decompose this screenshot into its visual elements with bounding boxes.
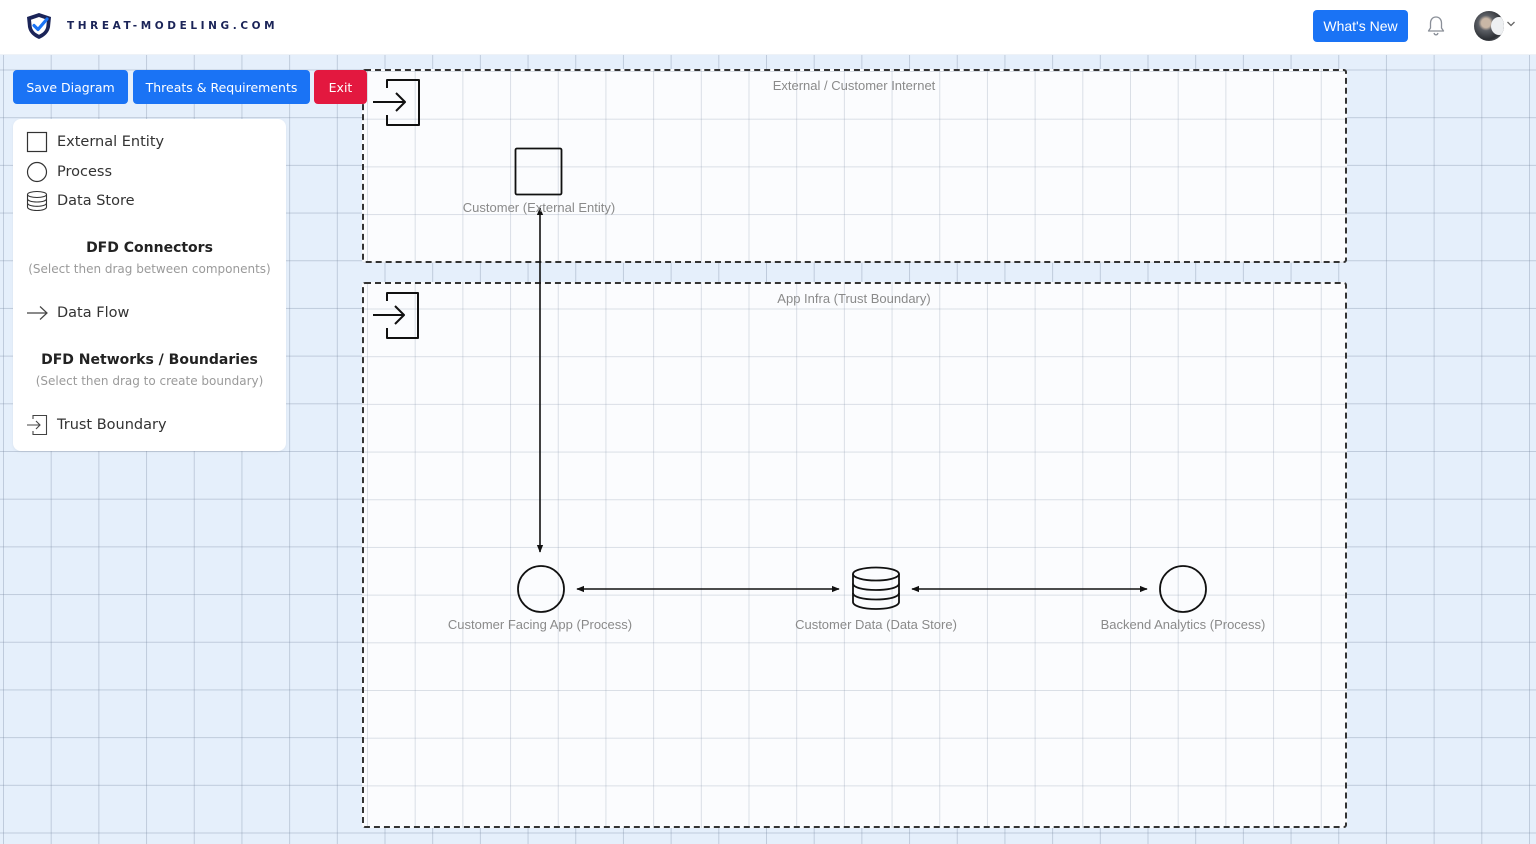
avatar[interactable] <box>1474 11 1504 41</box>
trust-boundary-icon[interactable] <box>372 78 422 128</box>
arrow-right-icon <box>27 306 48 320</box>
chevron-down-icon[interactable] <box>1506 20 1516 28</box>
palette-item-external-entity[interactable]: External Entity <box>26 131 164 153</box>
node-label: Customer (External Entity) <box>462 200 616 215</box>
bell-icon[interactable] <box>1426 15 1446 37</box>
node-label: Customer Facing App (Process) <box>447 617 633 632</box>
palette-item-label: Trust Boundary <box>57 417 167 433</box>
boundaries-heading: DFD Networks / Boundaries <box>41 352 258 368</box>
palette-item-data-store[interactable]: Data Store <box>26 190 135 212</box>
palette-item-process[interactable]: Process <box>26 161 112 183</box>
process-node[interactable] <box>516 565 566 615</box>
boundaries-hint: (Select then drag to create boundary) <box>35 374 264 388</box>
component-palette: External Entity Process Data Store DFD C… <box>13 119 286 451</box>
node-label: Customer Data (Data Store) <box>795 617 957 632</box>
shield-check-icon <box>27 13 51 39</box>
boundary-label: App Infra (Trust Boundary) <box>777 291 931 306</box>
exit-button[interactable]: Exit <box>314 70 367 104</box>
boundary-label: External / Customer Internet <box>772 78 936 93</box>
database-icon <box>26 190 48 212</box>
palette-item-label: Process <box>57 164 113 180</box>
save-diagram-button[interactable]: Save Diagram <box>13 70 128 104</box>
process-node[interactable] <box>1158 565 1208 615</box>
palette-item-label: Data Flow <box>57 305 130 321</box>
data-store-node[interactable] <box>851 566 901 612</box>
top-navbar: THREAT-MODELING.COM What's New <box>0 0 1536 55</box>
circle-icon <box>26 161 48 183</box>
node-label: Backend Analytics (Process) <box>1100 617 1266 632</box>
connectors-hint: (Select then drag between components) <box>28 262 271 276</box>
trust-boundary-external[interactable] <box>362 69 1347 263</box>
trust-boundary-app-infra[interactable] <box>362 282 1347 828</box>
palette-item-label: External Entity <box>57 134 165 150</box>
trust-boundary-icon[interactable] <box>372 291 422 341</box>
external-entity-node[interactable] <box>514 147 564 197</box>
square-icon <box>26 131 48 153</box>
palette-item-trust-boundary[interactable]: Trust Boundary <box>26 414 167 436</box>
threats-requirements-button[interactable]: Threats & Requirements <box>133 70 310 104</box>
connectors-heading: DFD Connectors <box>86 240 213 256</box>
palette-item-label: Data Store <box>57 193 135 209</box>
whats-new-button[interactable]: What's New <box>1313 10 1408 42</box>
trust-boundary-icon <box>27 414 48 436</box>
logo[interactable]: THREAT-MODELING.COM <box>24 11 278 41</box>
palette-item-data-flow[interactable]: Data Flow <box>26 302 129 324</box>
logo-text: THREAT-MODELING.COM <box>67 20 279 32</box>
